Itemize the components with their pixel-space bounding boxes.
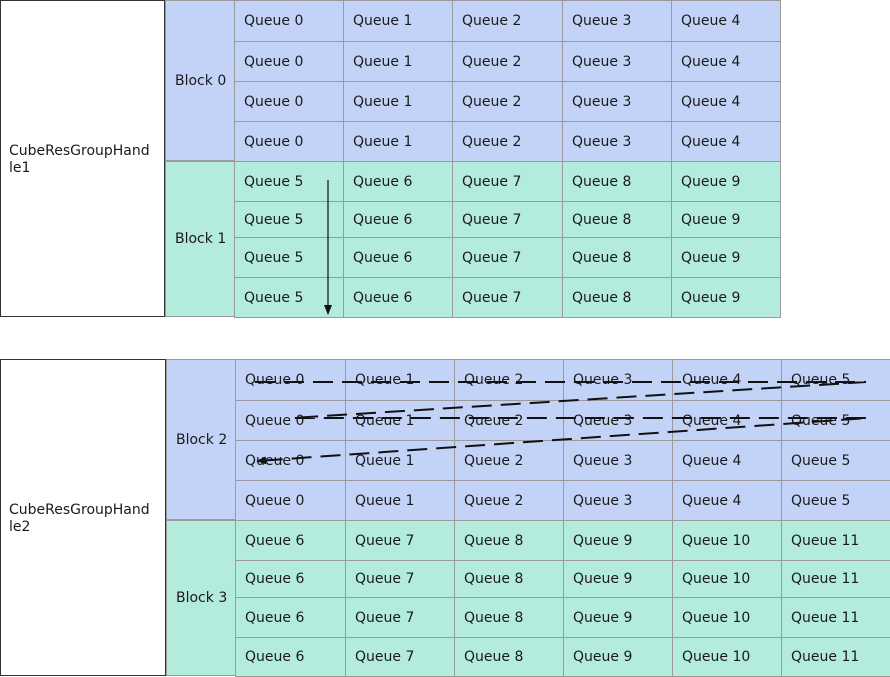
queue-cell: Queue 6	[235, 597, 346, 638]
block-label: Block 1	[165, 161, 235, 317]
queue-cell: Queue 3	[562, 81, 672, 122]
queue-cell: Queue 3	[562, 0, 672, 42]
queue-cell: Queue 8	[562, 237, 672, 278]
queue-cell: Queue 3	[563, 440, 673, 481]
queue-cell: Queue 10	[672, 637, 782, 677]
queue-cell: Queue 3	[563, 400, 673, 441]
queue-cell: Queue 2	[452, 121, 563, 162]
resource-group-handle	[0, 359, 166, 676]
queue-cell: Queue 9	[671, 201, 781, 238]
queue-cell: Queue 6	[343, 277, 453, 318]
queue-cell: Queue 9	[671, 161, 781, 202]
queue-cell: Queue 1	[345, 480, 455, 521]
queue-cell: Queue 11	[781, 560, 890, 598]
queue-cell: Queue 5	[781, 400, 890, 441]
queue-cell: Queue 4	[671, 0, 781, 42]
queue-cell: Queue 8	[454, 520, 564, 561]
queue-cell: Queue 0	[234, 121, 344, 162]
queue-cell: Queue 2	[454, 400, 564, 441]
queue-cell: Queue 0	[235, 480, 346, 521]
queue-cell: Queue 6	[235, 637, 346, 677]
queue-cell: Queue 3	[563, 359, 673, 401]
queue-cell: Queue 1	[343, 41, 453, 82]
queue-cell: Queue 0	[235, 400, 346, 441]
queue-cell: Queue 4	[672, 480, 782, 521]
resource-group-label: CubeResGroupHandle2	[9, 501, 150, 535]
block-label: Block 2	[166, 359, 236, 520]
block-label: Block 0	[165, 0, 235, 161]
queue-cell: Queue 7	[452, 277, 563, 318]
queue-cell: Queue 6	[343, 161, 453, 202]
queue-cell: Queue 4	[671, 41, 781, 82]
queue-cell: Queue 7	[345, 560, 455, 598]
queue-cell: Queue 7	[345, 637, 455, 677]
queue-cell: Queue 6	[343, 237, 453, 278]
queue-cell: Queue 10	[672, 597, 782, 638]
queue-cell: Queue 11	[781, 597, 890, 638]
queue-cell: Queue 7	[452, 201, 563, 238]
queue-cell: Queue 0	[235, 440, 346, 481]
queue-cell: Queue 11	[781, 520, 890, 561]
queue-cell: Queue 7	[345, 520, 455, 561]
queue-cell: Queue 8	[454, 597, 564, 638]
queue-cell: Queue 11	[781, 637, 890, 677]
queue-cell: Queue 4	[671, 121, 781, 162]
queue-cell: Queue 1	[345, 359, 455, 401]
queue-cell: Queue 3	[563, 480, 673, 521]
queue-cell: Queue 0	[235, 359, 346, 401]
queue-cell: Queue 3	[562, 41, 672, 82]
queue-cell: Queue 4	[672, 359, 782, 401]
queue-cell: Queue 5	[234, 161, 344, 202]
queue-cell: Queue 6	[343, 201, 453, 238]
queue-cell: Queue 5	[234, 201, 344, 238]
queue-cell: Queue 9	[671, 277, 781, 318]
queue-cell: Queue 10	[672, 520, 782, 561]
queue-cell: Queue 10	[672, 560, 782, 598]
queue-cell: Queue 1	[345, 440, 455, 481]
queue-cell: Queue 5	[781, 440, 890, 481]
queue-cell: Queue 8	[562, 161, 672, 202]
queue-cell: Queue 8	[562, 277, 672, 318]
queue-cell: Queue 5	[781, 480, 890, 521]
queue-cell: Queue 6	[235, 560, 346, 598]
queue-cell: Queue 0	[234, 41, 344, 82]
queue-cell: Queue 9	[563, 637, 673, 677]
queue-cell: Queue 8	[562, 201, 672, 238]
block-label: Block 3	[166, 520, 236, 676]
queue-cell: Queue 9	[563, 520, 673, 561]
queue-cell: Queue 5	[234, 277, 344, 318]
resource-group-label: CubeResGroupHandle1	[9, 142, 150, 176]
queue-cell: Queue 8	[454, 637, 564, 677]
queue-cell: Queue 8	[454, 560, 564, 598]
queue-cell: Queue 1	[345, 400, 455, 441]
queue-cell: Queue 4	[672, 440, 782, 481]
queue-cell: Queue 2	[452, 41, 563, 82]
queue-cell: Queue 2	[452, 0, 563, 42]
queue-cell: Queue 2	[454, 440, 564, 481]
resource-group-handle	[0, 0, 165, 317]
queue-cell: Queue 2	[454, 480, 564, 521]
queue-cell: Queue 9	[563, 560, 673, 598]
queue-cell: Queue 7	[452, 161, 563, 202]
queue-cell: Queue 5	[234, 237, 344, 278]
queue-cell: Queue 1	[343, 81, 453, 122]
queue-cell: Queue 9	[671, 237, 781, 278]
queue-cell: Queue 7	[345, 597, 455, 638]
queue-cell: Queue 5	[781, 359, 890, 401]
queue-cell: Queue 1	[343, 0, 453, 42]
queue-cell: Queue 4	[672, 400, 782, 441]
queue-cell: Queue 2	[454, 359, 564, 401]
queue-cell: Queue 7	[452, 237, 563, 278]
queue-cell: Queue 1	[343, 121, 453, 162]
queue-cell: Queue 4	[671, 81, 781, 122]
queue-cell: Queue 3	[562, 121, 672, 162]
queue-cell: Queue 0	[234, 81, 344, 122]
queue-cell: Queue 6	[235, 520, 346, 561]
queue-cell: Queue 9	[563, 597, 673, 638]
queue-cell: Queue 2	[452, 81, 563, 122]
queue-cell: Queue 0	[234, 0, 344, 42]
